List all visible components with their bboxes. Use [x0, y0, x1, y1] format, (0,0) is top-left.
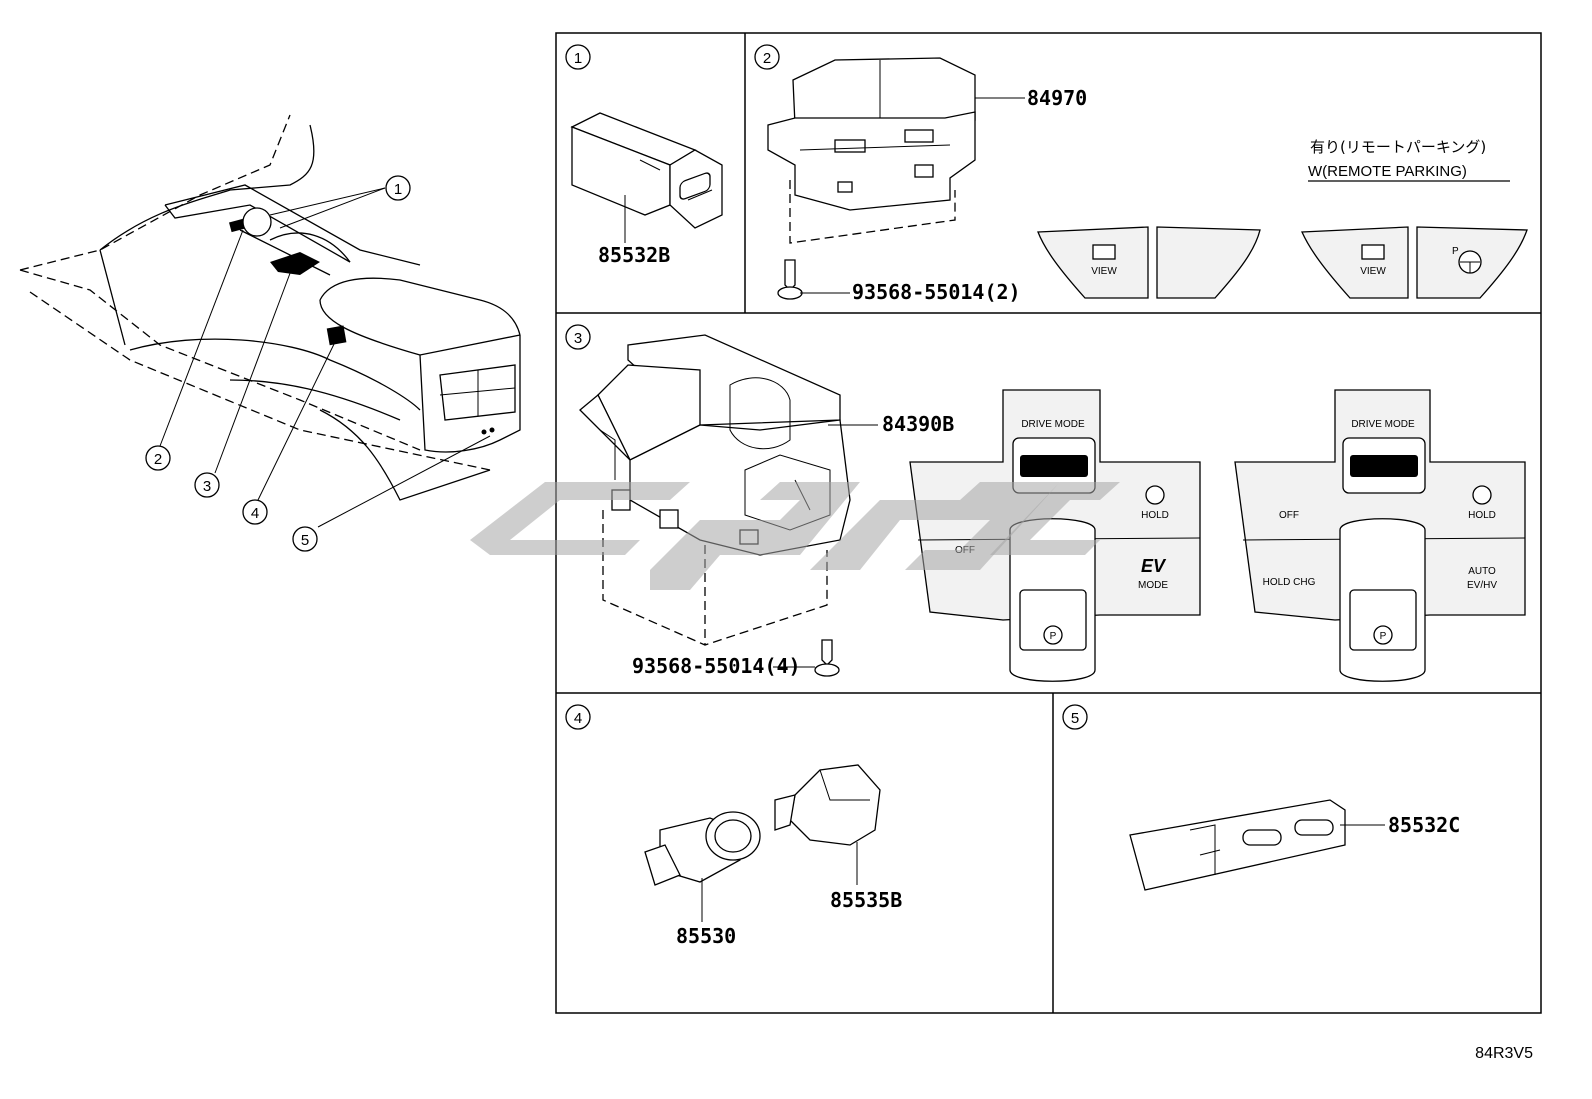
svg-text:DRIVE MODE: DRIVE MODE — [1021, 419, 1085, 430]
svg-text:P: P — [1380, 631, 1387, 642]
view-switch-panel-left: VIEW — [1037, 226, 1261, 299]
svg-text:AUTO: AUTO — [1468, 566, 1496, 577]
svg-text:85532C: 85532C — [1388, 813, 1460, 837]
section-2: 2 84970 93568-55014(2) 有り(リモートパーキング) W(R… — [754, 44, 1528, 304]
socket-cap-85535b — [774, 764, 881, 846]
socket-85530 — [644, 811, 761, 886]
section-5: 5 85532C — [1062, 704, 1460, 891]
section-1: 1 85532B — [565, 44, 723, 267]
console-overview — [19, 114, 521, 528]
watermark-logo — [470, 482, 1120, 590]
svg-text:EV: EV — [1141, 556, 1167, 576]
callout-2: 2 — [145, 445, 171, 471]
svg-text:84390B: 84390B — [882, 412, 954, 436]
svg-text:3: 3 — [203, 478, 211, 495]
diagram-code: 84R3V5 — [1475, 1045, 1533, 1062]
svg-text:VIEW: VIEW — [1360, 266, 1386, 277]
svg-text:VIEW: VIEW — [1091, 266, 1117, 277]
svg-text:有り(リモートパーキング): 有り(リモートパーキング) — [1310, 138, 1486, 156]
svg-text:P: P — [1452, 246, 1459, 257]
screw-icon — [777, 259, 803, 300]
svg-text:DRIVE MODE: DRIVE MODE — [1351, 419, 1415, 430]
switch-84970 — [767, 57, 976, 211]
callout-3: 3 — [194, 472, 220, 498]
svg-text:4: 4 — [251, 505, 259, 522]
svg-text:1: 1 — [394, 181, 402, 198]
shifter-panel-auto: DRIVE MODE P HOLD OFF HOLD CHG AUTO EV/H… — [1234, 389, 1526, 682]
svg-text:P: P — [1050, 631, 1057, 642]
svg-text:5: 5 — [1071, 710, 1079, 727]
svg-text:93568-55014(4): 93568-55014(4) — [632, 654, 801, 678]
svg-text:4: 4 — [574, 710, 582, 727]
svg-text:2: 2 — [763, 50, 771, 67]
svg-text:HOLD CHG: HOLD CHG — [1263, 577, 1316, 588]
svg-text:93568-55014(2): 93568-55014(2) — [852, 280, 1021, 304]
svg-text:EV/HV: EV/HV — [1467, 580, 1497, 591]
callout-5: 5 — [292, 526, 318, 552]
svg-text:2: 2 — [154, 451, 162, 468]
svg-text:MODE: MODE — [1138, 580, 1168, 591]
svg-text:85532B: 85532B — [598, 243, 670, 267]
callout-1: 1 — [385, 175, 411, 201]
svg-text:85535B: 85535B — [830, 888, 902, 912]
svg-text:HOLD: HOLD — [1141, 510, 1169, 521]
svg-text:3: 3 — [574, 330, 582, 347]
usb-module-85532c — [1129, 799, 1346, 891]
section-frame — [555, 32, 1542, 1014]
screw-icon — [814, 639, 840, 677]
svg-text:OFF: OFF — [1279, 510, 1299, 521]
section-4: 4 85530 85535B — [565, 704, 902, 948]
callout-4: 4 — [242, 499, 268, 525]
shift-switch-84390b — [579, 334, 851, 556]
svg-text:5: 5 — [301, 532, 309, 549]
view-switch-panel-right: VIEW P — [1301, 226, 1528, 299]
svg-text:85530: 85530 — [676, 924, 736, 948]
usb-port-85532b — [570, 112, 723, 229]
svg-text:HOLD: HOLD — [1468, 510, 1496, 521]
svg-text:84970: 84970 — [1027, 86, 1087, 110]
svg-text:W(REMOTE PARKING): W(REMOTE PARKING) — [1308, 163, 1467, 180]
svg-text:1: 1 — [574, 50, 582, 67]
